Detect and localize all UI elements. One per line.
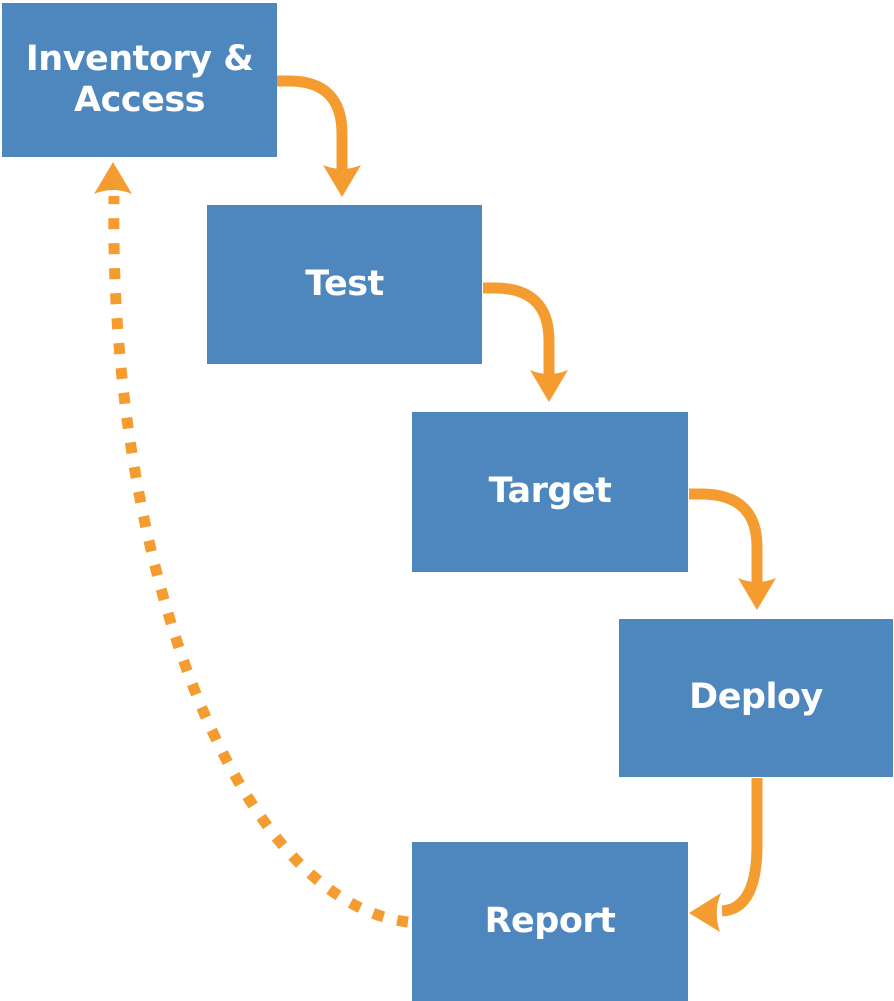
connector-test-to-target: [483, 282, 568, 402]
node-deploy-label: Deploy: [689, 677, 823, 718]
arrowhead-down-icon: [530, 370, 568, 402]
node-test: Test: [207, 205, 482, 364]
connector-target-to-deploy: [689, 488, 776, 610]
node-inventory-access-label: Inventory & Access: [25, 38, 254, 120]
connector-deploy-to-report: [689, 778, 763, 932]
node-test-label: Test: [305, 263, 384, 304]
arrowhead-up-icon: [94, 162, 132, 194]
node-deploy: Deploy: [619, 619, 893, 777]
node-target: Target: [412, 412, 688, 572]
node-report: Report: [412, 842, 688, 1001]
connector-deploy-to-report-line: [721, 778, 763, 917]
connector-inventory-to-test-line: [277, 75, 348, 170]
arrowhead-down-icon: [738, 578, 776, 610]
node-target-label: Target: [488, 471, 612, 512]
connector-target-to-deploy-line: [689, 488, 763, 583]
node-report-label: Report: [484, 900, 616, 941]
connector-test-to-target-line: [483, 282, 555, 375]
connector-inventory-to-test: [277, 75, 361, 197]
arrowhead-left-icon: [689, 893, 721, 932]
arrowhead-down-icon: [323, 165, 361, 197]
node-inventory-access: Inventory & Access: [2, 3, 277, 157]
